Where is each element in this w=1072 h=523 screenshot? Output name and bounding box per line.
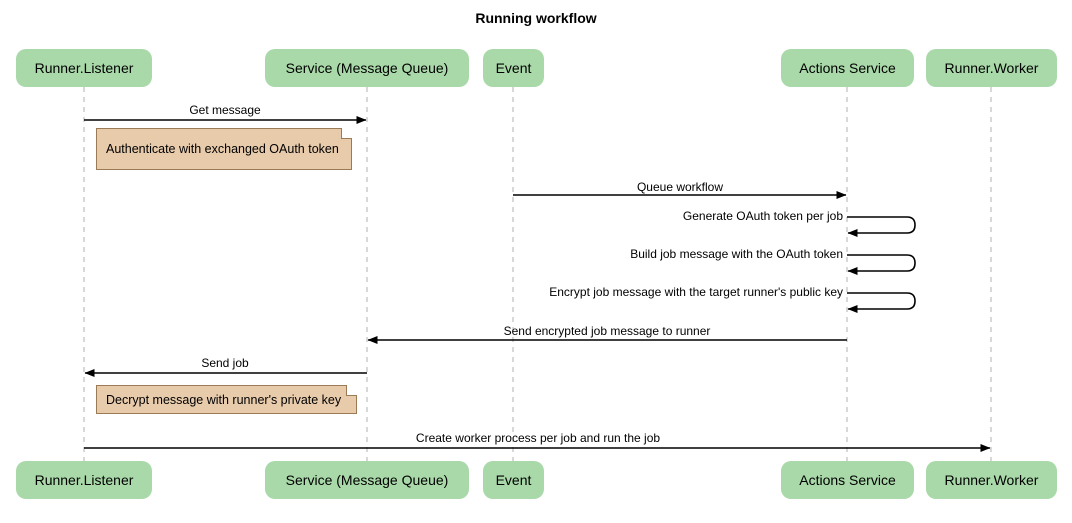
message-label-get-message: Get message [189,103,261,117]
actor-box-runner-listener-bottom[interactable]: Runner.Listener [16,461,152,499]
actor-label-service-message-queue: Service (Message Queue) [285,60,449,76]
note-fold-corner-authenticate-with-exchanged-oauth-token [341,128,352,139]
self-message-loop-generate-oauth-token-per-job [847,216,916,237]
actor-label-event: Event [495,472,532,488]
actor-label-runner-worker: Runner.Worker [944,60,1039,76]
message-label-generate-oauth-token-per-job: Generate OAuth token per job [682,209,843,223]
note-fold-corner-decrypt-message-with-runners-private-key [346,385,357,396]
message-label-build-job-message-with-oauth-token: Build job message with the OAuth token [630,247,843,261]
message-label-send-encrypted-job-message-to-runner: Send encrypted job message to runner [503,324,711,338]
note-authenticate-with-exchanged-oauth-token: Authenticate with exchanged OAuth token [96,128,352,170]
actor-box-service-message-queue-top[interactable]: Service (Message Queue) [265,49,469,87]
note-decrypt-message-with-runners-private-key: Decrypt message with runner's private ke… [96,385,357,414]
actor-box-actions-service-top[interactable]: Actions Service [781,49,914,87]
actor-box-runner-worker-bottom[interactable]: Runner.Worker [926,461,1057,499]
actor-label-actions-service: Actions Service [799,60,896,76]
actor-box-service-message-queue-bottom[interactable]: Service (Message Queue) [265,461,469,499]
actor-label-event: Event [495,60,532,76]
message-label-send-job: Send job [201,356,249,370]
message-arrows-group [84,116,991,452]
message-label-queue-workflow: Queue workflow [636,180,724,194]
actor-label-runner-listener: Runner.Listener [34,60,134,76]
actor-box-runner-worker-top[interactable]: Runner.Worker [926,49,1057,87]
page-title: Running workflow [475,10,597,26]
actor-label-service-message-queue: Service (Message Queue) [285,472,449,488]
actor-label-runner-listener: Runner.Listener [34,472,134,488]
note-label-authenticate-with-exchanged-oauth-token: Authenticate with exchanged OAuth token [106,142,339,156]
actor-box-actions-service-bottom[interactable]: Actions Service [781,461,914,499]
message-label-encrypt-job-message-public-key: Encrypt job message with the target runn… [549,285,843,299]
actor-label-actions-service: Actions Service [799,472,896,488]
lifelines-group [83,87,992,461]
note-label-decrypt-message-with-runners-private-key: Decrypt message with runner's private ke… [106,392,342,407]
actor-box-event-top[interactable]: Event [483,49,544,87]
actor-box-event-bottom[interactable]: Event [483,461,544,499]
self-message-loop-encrypt-job-message-public-key [847,292,916,313]
actor-label-runner-worker: Runner.Worker [944,472,1039,488]
self-message-loop-build-job-message-with-oauth-token [847,254,916,275]
message-label-create-worker-process: Create worker process per job and run th… [415,431,661,445]
actor-box-runner-listener-top[interactable]: Runner.Listener [16,49,152,87]
